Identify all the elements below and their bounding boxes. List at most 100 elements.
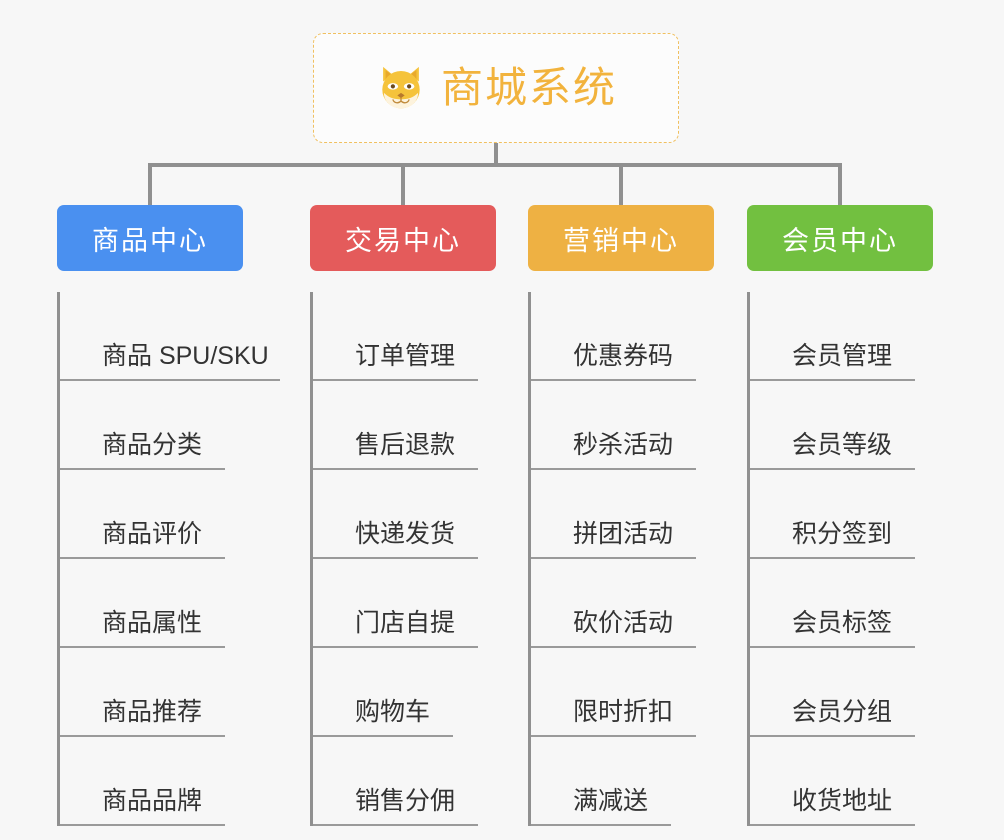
column-member-center: 会员中心 会员管理 会员等级 积分签到 会员标签 会员分组 xyxy=(747,205,987,826)
leaf-item[interactable]: 商品属性 xyxy=(60,559,297,648)
column-header-product-center[interactable]: 商品中心 xyxy=(57,205,243,271)
leaf-item-label: 商品推荐 xyxy=(98,698,207,737)
leaf-item-label: 满减送 xyxy=(569,787,653,826)
leaf-item-label: 商品评价 xyxy=(98,520,207,559)
leaf-item[interactable]: 收货地址 xyxy=(750,737,987,826)
leaf-item-label: 售后退款 xyxy=(351,431,460,470)
leaf-item-label: 会员标签 xyxy=(788,609,897,648)
leaf-item[interactable]: 会员分组 xyxy=(750,648,987,737)
leaf-item[interactable]: 商品分类 xyxy=(60,381,297,470)
leaf-spine xyxy=(57,292,60,826)
leaf-rule xyxy=(750,468,915,470)
leaf-item-label: 快递发货 xyxy=(351,520,460,559)
leaf-item[interactable]: 商品品牌 xyxy=(60,737,297,826)
leaf-rule xyxy=(750,735,915,737)
leaf-item[interactable]: 会员等级 xyxy=(750,381,987,470)
leaf-item[interactable]: 门店自提 xyxy=(313,559,550,648)
leaf-item-label: 门店自提 xyxy=(351,609,460,648)
leaf-item-label: 商品 SPU/SKU xyxy=(98,342,273,381)
leaf-item-label: 积分签到 xyxy=(788,520,897,559)
leaf-list-member-center: 会员管理 会员等级 积分签到 会员标签 会员分组 收货地址 xyxy=(747,292,987,826)
leaf-rule xyxy=(60,735,225,737)
leaf-item-label: 拼团活动 xyxy=(569,520,678,559)
leaf-item[interactable]: 会员管理 xyxy=(750,292,987,381)
leaf-item-label: 限时折扣 xyxy=(569,698,678,737)
leaf-item-label: 商品分类 xyxy=(98,431,207,470)
column-header-label: 商品中心 xyxy=(92,225,208,256)
leaf-rule xyxy=(313,646,478,648)
leaf-rule xyxy=(531,735,696,737)
leaf-item-label: 会员管理 xyxy=(788,342,897,381)
leaf-item[interactable]: 商品评价 xyxy=(60,470,297,559)
leaf-rule xyxy=(60,468,225,470)
column-trade-center: 交易中心 订单管理 售后退款 快递发货 门店自提 购物车 xyxy=(310,205,550,826)
leaf-spine xyxy=(747,292,750,826)
shiba-dog-face-icon xyxy=(382,66,420,109)
leaf-rule xyxy=(531,468,696,470)
leaf-rule xyxy=(531,379,696,381)
column-header-member-center[interactable]: 会员中心 xyxy=(747,205,933,271)
leaf-list-trade-center: 订单管理 售后退款 快递发货 门店自提 购物车 销售分佣 xyxy=(310,292,550,826)
leaf-rule xyxy=(531,646,696,648)
leaf-item-label: 收货地址 xyxy=(788,787,897,826)
leaf-item-label: 购物车 xyxy=(351,698,435,737)
leaf-item[interactable]: 商品推荐 xyxy=(60,648,297,737)
connector-root-stem xyxy=(494,143,498,165)
leaf-rule xyxy=(750,379,915,381)
connector-drop-4 xyxy=(838,163,842,207)
leaf-item-label: 优惠券码 xyxy=(569,342,678,381)
column-header-label: 会员中心 xyxy=(782,225,898,256)
leaf-item[interactable]: 销售分佣 xyxy=(313,737,550,826)
connector-horizontal-bus xyxy=(150,163,840,167)
connector-drop-3 xyxy=(619,163,623,207)
leaf-spine xyxy=(528,292,531,826)
leaf-item[interactable]: 限时折扣 xyxy=(531,648,768,737)
column-header-trade-center[interactable]: 交易中心 xyxy=(310,205,496,271)
leaf-rule xyxy=(313,824,478,826)
leaf-rule xyxy=(313,557,478,559)
leaf-rule xyxy=(531,824,671,826)
leaf-item[interactable]: 优惠券码 xyxy=(531,292,768,381)
column-header-marketing-center[interactable]: 营销中心 xyxy=(528,205,714,271)
connector-drop-2 xyxy=(401,163,405,207)
column-header-label: 营销中心 xyxy=(563,225,679,256)
root-node[interactable]: 商城系统 xyxy=(313,33,679,143)
leaf-item[interactable]: 拼团活动 xyxy=(531,470,768,559)
leaf-item-label: 会员等级 xyxy=(788,431,897,470)
leaf-item[interactable]: 满减送 xyxy=(531,737,768,826)
leaf-rule xyxy=(750,646,915,648)
leaf-rule xyxy=(313,468,478,470)
leaf-spine xyxy=(310,292,313,826)
leaf-item[interactable]: 购物车 xyxy=(313,648,550,737)
leaf-item[interactable]: 快递发货 xyxy=(313,470,550,559)
leaf-item-label: 商品品牌 xyxy=(98,787,207,826)
leaf-item-label: 会员分组 xyxy=(788,698,897,737)
leaf-item-label: 秒杀活动 xyxy=(569,431,678,470)
leaf-item[interactable]: 商品 SPU/SKU xyxy=(60,292,297,381)
root-title: 商城系统 xyxy=(440,64,617,111)
leaf-rule xyxy=(60,557,225,559)
leaf-rule xyxy=(60,379,280,381)
leaf-item[interactable]: 会员标签 xyxy=(750,559,987,648)
leaf-rule xyxy=(750,824,915,826)
leaf-list-product-center: 商品 SPU/SKU 商品分类 商品评价 商品属性 商品推荐 商品品牌 xyxy=(57,292,297,826)
leaf-rule xyxy=(531,557,696,559)
leaf-item-label: 商品属性 xyxy=(98,609,207,648)
leaf-item[interactable]: 积分签到 xyxy=(750,470,987,559)
leaf-item[interactable]: 售后退款 xyxy=(313,381,550,470)
connector-drop-1 xyxy=(148,163,152,207)
leaf-item[interactable]: 秒杀活动 xyxy=(531,381,768,470)
leaf-item[interactable]: 订单管理 xyxy=(313,292,550,381)
leaf-rule xyxy=(60,824,225,826)
leaf-list-marketing-center: 优惠券码 秒杀活动 拼团活动 砍价活动 限时折扣 满减送 xyxy=(528,292,768,826)
leaf-rule xyxy=(313,379,478,381)
leaf-rule xyxy=(750,557,915,559)
column-product-center: 商品中心 商品 SPU/SKU 商品分类 商品评价 商品属性 商品推荐 xyxy=(57,205,297,826)
leaf-item-label: 订单管理 xyxy=(351,342,460,381)
leaf-rule xyxy=(60,646,225,648)
column-header-label: 交易中心 xyxy=(345,225,461,256)
column-marketing-center: 营销中心 优惠券码 秒杀活动 拼团活动 砍价活动 限时折扣 xyxy=(528,205,768,826)
leaf-item-label: 销售分佣 xyxy=(351,787,460,826)
leaf-item[interactable]: 砍价活动 xyxy=(531,559,768,648)
